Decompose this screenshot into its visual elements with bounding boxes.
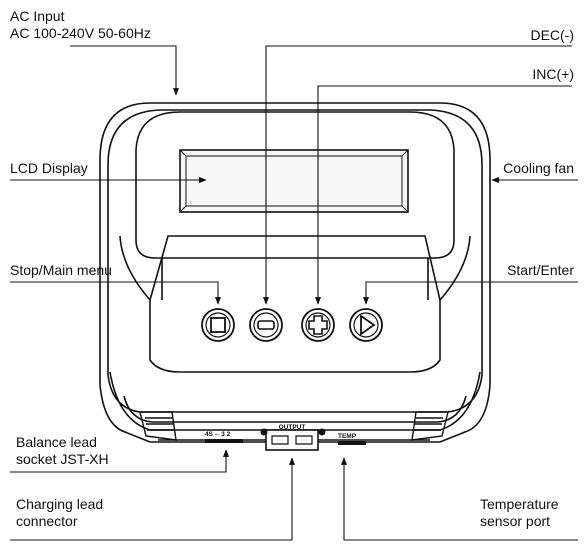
- balance-lead-line2: socket JST-XH: [16, 451, 109, 467]
- ac-input-title: AC Input: [10, 8, 65, 24]
- inc-button[interactable]: [301, 308, 335, 342]
- charging-lead-label: Charging lead connector: [16, 496, 103, 530]
- start-button[interactable]: [349, 308, 383, 342]
- temperature-line2: sensor port: [480, 513, 551, 529]
- temperature-line1: Temperature: [480, 496, 559, 512]
- temperature-label: Temperature sensor port: [480, 496, 559, 530]
- cooling-fan-label: Cooling fan: [503, 160, 574, 176]
- ac-input-label: AC Input AC 100-240V 50-60Hz: [10, 8, 151, 42]
- play-icon: [360, 314, 376, 336]
- lcd-display-label: LCD Display: [10, 160, 88, 176]
- balance-lead-label: Balance lead socket JST-XH: [16, 434, 109, 468]
- dec-label: DEC(-): [530, 27, 574, 43]
- leader-lines: [10, 45, 578, 541]
- output-label: OUTPUT: [279, 424, 306, 431]
- balance-lead-line1: Balance lead: [16, 434, 97, 450]
- lcd-display: [179, 149, 409, 213]
- charging-output-port[interactable]: OUTPUT: [260, 424, 326, 451]
- minus-icon: [257, 320, 275, 330]
- inc-label: INC(+): [532, 66, 574, 82]
- dec-button[interactable]: [249, 308, 283, 342]
- left-vent: [139, 411, 177, 441]
- charging-lead-line2: connector: [16, 513, 78, 529]
- charging-lead-line1: Charging lead: [16, 496, 104, 512]
- stop-main-menu-label: Stop/Main menu: [10, 262, 112, 278]
- start-enter-label: Start/Enter: [507, 262, 574, 278]
- square-icon: [210, 317, 226, 333]
- temp-port-marking: TEMP: [338, 433, 357, 440]
- plus-icon: [308, 315, 328, 335]
- balance-port-marking: 4S ─ 3 2: [205, 431, 231, 438]
- front-panel: [119, 235, 471, 373]
- top-bezel: [135, 111, 455, 259]
- outer-shell: [99, 102, 491, 443]
- balance-port[interactable]: 4S ─ 3 2: [205, 431, 243, 443]
- temperature-port[interactable]: TEMP: [338, 433, 366, 445]
- ac-input-spec: AC 100-240V 50-60Hz: [10, 25, 151, 41]
- right-vent: [411, 411, 449, 441]
- stop-button[interactable]: [201, 308, 235, 342]
